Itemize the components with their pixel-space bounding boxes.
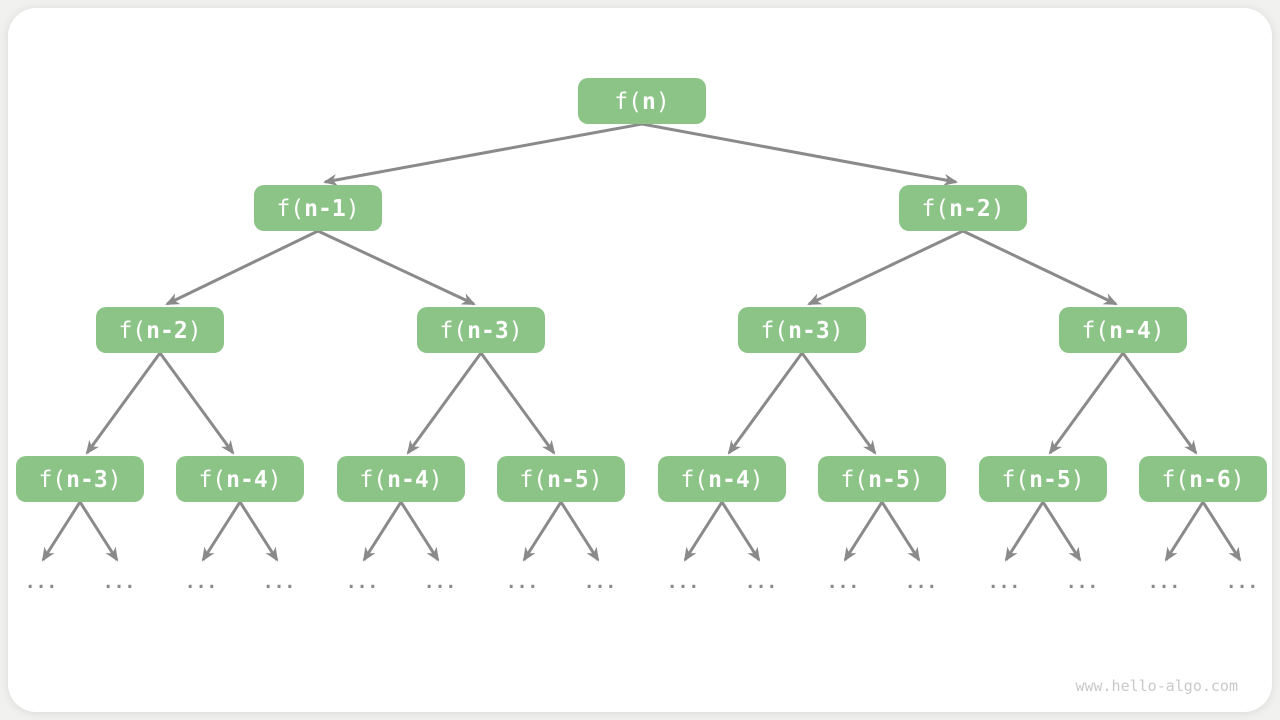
tree-edge bbox=[323, 122, 643, 186]
leaf-ellipsis: ... bbox=[346, 572, 379, 593]
watermark-text: www.hello-algo.com bbox=[1075, 677, 1238, 695]
node-box bbox=[899, 185, 1027, 231]
leaf-edge bbox=[843, 501, 884, 562]
tree-edge bbox=[158, 352, 235, 455]
tree-edge bbox=[641, 122, 958, 186]
tree-edge bbox=[479, 352, 556, 455]
node-box bbox=[1139, 456, 1267, 502]
node-label: f(n-5) bbox=[1001, 467, 1084, 493]
node-box bbox=[979, 456, 1107, 502]
leaf-edge bbox=[1164, 501, 1205, 562]
tree-node: f(n-6) bbox=[1139, 456, 1267, 502]
tree-node: f(n-5) bbox=[497, 456, 625, 502]
leaf-ellipsis: ... bbox=[185, 572, 218, 593]
tree-node: f(n) bbox=[578, 78, 706, 124]
leaf-ellipsis: ... bbox=[103, 572, 136, 593]
leaf-edge bbox=[720, 501, 761, 562]
node-label: f(n-4) bbox=[1081, 318, 1164, 344]
tree-node: f(n-4) bbox=[176, 456, 304, 502]
tree-edge bbox=[962, 229, 1118, 306]
node-label: f(n-2) bbox=[118, 318, 201, 344]
node-box bbox=[337, 456, 465, 502]
tree-node: f(n-2) bbox=[96, 307, 224, 353]
node-box bbox=[254, 185, 382, 231]
leaf-edge bbox=[522, 501, 563, 562]
node-box bbox=[658, 456, 786, 502]
node-box bbox=[16, 456, 144, 502]
leaf-ellipsis: ... bbox=[25, 572, 58, 593]
node-box bbox=[417, 307, 545, 353]
tree-edge bbox=[317, 229, 476, 306]
tree-edge bbox=[800, 352, 877, 455]
leaf-ellipsis: ... bbox=[1148, 572, 1181, 593]
leaf-edge bbox=[238, 501, 279, 562]
tree-node: f(n-3) bbox=[16, 456, 144, 502]
node-label: f(n-3) bbox=[760, 318, 843, 344]
leaf-edge bbox=[201, 501, 242, 562]
tree-node: f(n-3) bbox=[417, 307, 545, 353]
leaf-edge bbox=[559, 501, 600, 562]
tree-edge bbox=[85, 352, 162, 455]
node-label: f(n) bbox=[614, 89, 669, 115]
node-label: f(n-2) bbox=[921, 196, 1004, 222]
leaf-edge bbox=[880, 501, 921, 562]
leaf-ellipsis: ... bbox=[988, 572, 1021, 593]
tree-node: f(n-5) bbox=[818, 456, 946, 502]
node-box bbox=[818, 456, 946, 502]
leaf-ellipses: ... ... ... ... ... ... ... ... ... ... … bbox=[25, 572, 1259, 593]
node-label: f(n-3) bbox=[38, 467, 121, 493]
tree-edge bbox=[807, 229, 964, 306]
node-box bbox=[578, 78, 706, 124]
node-box bbox=[96, 307, 224, 353]
tree-edge bbox=[406, 352, 483, 455]
leaf-ellipsis: ... bbox=[584, 572, 617, 593]
tree-node: f(n-1) bbox=[254, 185, 382, 231]
node-label: f(n-6) bbox=[1161, 467, 1244, 493]
leaf-edge bbox=[1004, 501, 1045, 562]
node-label: f(n-3) bbox=[439, 318, 522, 344]
leaf-edge bbox=[78, 501, 119, 562]
leaf-edge bbox=[1201, 501, 1242, 562]
node-label: f(n-4) bbox=[198, 467, 281, 493]
leaf-ellipsis: ... bbox=[827, 572, 860, 593]
leaf-ellipsis: ... bbox=[667, 572, 700, 593]
node-label: f(n-4) bbox=[359, 467, 442, 493]
leaf-ellipsis: ... bbox=[263, 572, 296, 593]
node-label: f(n-5) bbox=[840, 467, 923, 493]
leaf-edge bbox=[1041, 501, 1082, 562]
node-label: f(n-4) bbox=[680, 467, 763, 493]
node-box bbox=[176, 456, 304, 502]
tree-node: f(n-4) bbox=[658, 456, 786, 502]
tree-node: f(n-5) bbox=[979, 456, 1107, 502]
leaf-edge bbox=[362, 501, 403, 562]
leaf-edge bbox=[41, 501, 82, 562]
tree-edge bbox=[165, 229, 319, 306]
leaf-ellipsis: ... bbox=[1066, 572, 1099, 593]
tree-node: f(n-4) bbox=[337, 456, 465, 502]
node-box bbox=[497, 456, 625, 502]
tree-node: f(n-3) bbox=[738, 307, 866, 353]
node-label: f(n-1) bbox=[276, 196, 359, 222]
tree-node: f(n-2) bbox=[899, 185, 1027, 231]
tree-edge bbox=[1048, 352, 1125, 455]
leaf-edge bbox=[399, 501, 440, 562]
leaf-ellipsis: ... bbox=[1226, 572, 1259, 593]
leaf-ellipsis: ... bbox=[905, 572, 938, 593]
leaf-ellipsis: ... bbox=[745, 572, 778, 593]
leaf-ellipsis: ... bbox=[424, 572, 457, 593]
tree-node: f(n-4) bbox=[1059, 307, 1187, 353]
node-box bbox=[1059, 307, 1187, 353]
tree-edge bbox=[1121, 352, 1198, 455]
tree-nodes: f(n) f(n-1) f(n-2) f(n-2) f(n-3) f(n-3) … bbox=[16, 78, 1267, 502]
tree-edge bbox=[727, 352, 804, 455]
node-label: f(n-5) bbox=[519, 467, 602, 493]
node-box bbox=[738, 307, 866, 353]
leaf-edge bbox=[683, 501, 724, 562]
tree-edges bbox=[41, 122, 1242, 562]
leaf-ellipsis: ... bbox=[506, 572, 539, 593]
